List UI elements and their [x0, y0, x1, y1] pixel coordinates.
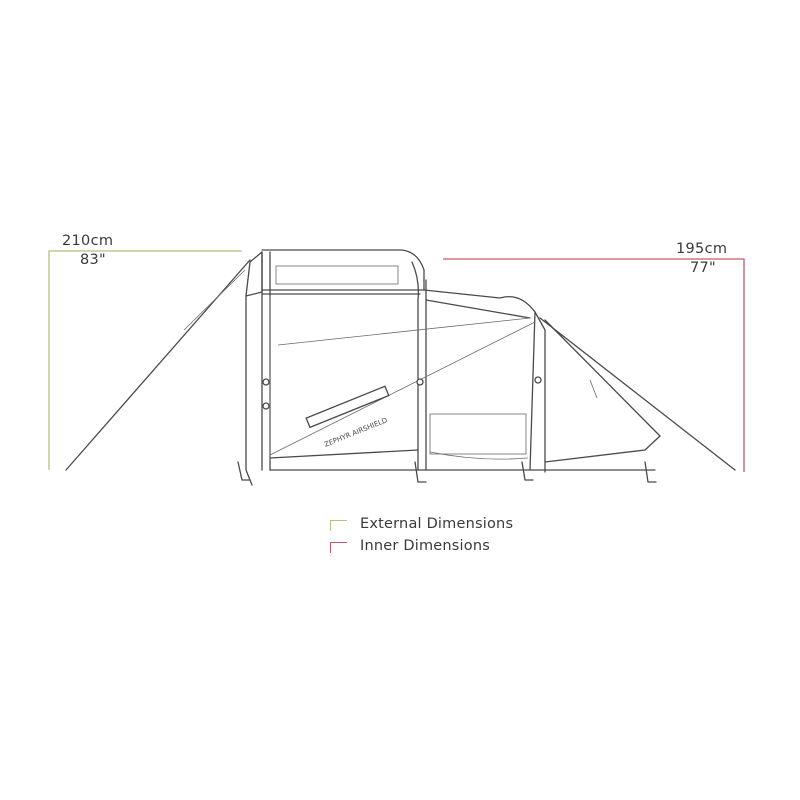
inner-height-imperial: 77" [690, 260, 717, 276]
legend-inner-swatch [330, 542, 347, 553]
legend-inner-label: Inner Dimensions [360, 538, 490, 554]
external-height-bracket [48, 250, 242, 470]
tent-illustration: ZEPHYR AIRSHIELD [65, 249, 736, 486]
svg-text:ZEPHYR AIRSHIELD: ZEPHYR AIRSHIELD [323, 416, 388, 449]
inner-height-bracket [443, 258, 745, 472]
external-height-imperial: 83" [80, 252, 107, 268]
legend-external-swatch [330, 520, 347, 531]
legend-external-label: External Dimensions [360, 516, 514, 532]
inner-height-metric: 195cm [676, 241, 728, 257]
external-height-metric: 210cm [62, 233, 114, 249]
